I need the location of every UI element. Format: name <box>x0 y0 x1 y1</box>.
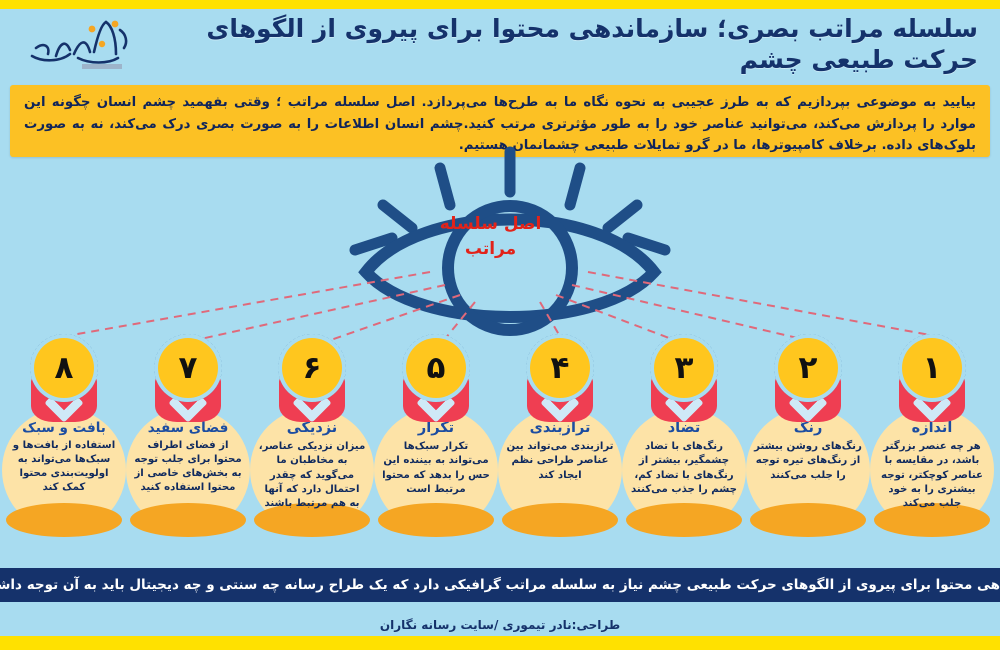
principle-desc-1: هر چه عنصر بزرگتر باشد، در مقایسه با عنا… <box>881 441 983 509</box>
principle-title-4: ترازبندی <box>529 420 591 436</box>
principle-desc-8: استفاده از بافت‌ها و سبک‌ها می‌تواند به … <box>12 440 116 494</box>
eyelash-rays <box>349 146 671 256</box>
principle-list: ۸ بافت و سبک استفاده از بافت‌ها و سبک‌ها… <box>0 334 1000 576</box>
principle-item-1[interactable]: ۱ اندازه هر چه عنصر بزرگتر باشد، در مقای… <box>870 334 994 537</box>
number-3: ۳ <box>654 338 714 398</box>
number-8: ۸ <box>34 338 94 398</box>
number-4: ۴ <box>530 338 590 398</box>
principle-title-7: فضای سفید <box>147 420 229 436</box>
principle-item-5[interactable]: ۵ تکرار تکرار سبک‌ها می‌تواند به بیننده … <box>374 334 498 537</box>
iris <box>442 200 578 336</box>
badge-5: ۵ <box>374 334 498 426</box>
card-3: تضاد رنگ‌های با تضاد چشمگیر، بیشتر از رن… <box>622 408 746 537</box>
principle-title-6: نزدیکی <box>286 420 338 436</box>
card-5: تکرار تکرار سبک‌ها می‌تواند به بیننده ای… <box>374 408 498 537</box>
page-title: سلسله مراتب بصری؛ سازماندهی محتوا برای پ… <box>206 13 978 74</box>
number-7: ۷ <box>158 338 218 398</box>
badge-1: ۱ <box>870 334 994 426</box>
principle-item-6[interactable]: ۶ نزدیکی میزان نزدیکی عناصر، به مخاطبان … <box>250 334 374 537</box>
intro-paragraph: بیایید به موضوعی بپردازیم که به طرز عجیب… <box>10 85 990 157</box>
principle-title-2: رنگ <box>793 420 823 436</box>
card-4: ترازبندی ترازبندی می‌تواند بین عناصر طرا… <box>498 408 622 537</box>
principle-desc-4: ترازبندی می‌تواند بین عناصر طراحی نظم ای… <box>506 441 614 481</box>
header: سلسله مراتب بصری؛ سازماندهی محتوا برای پ… <box>0 9 1000 79</box>
badge-4: ۴ <box>498 334 622 426</box>
badge-3: ۳ <box>622 334 746 426</box>
principle-title-1: اندازه <box>911 420 953 436</box>
card-8: بافت و سبک استفاده از بافت‌ها و سبک‌ها م… <box>2 408 126 537</box>
card-7: فضای سفید از فضای اطراف محتوا برای جلب ت… <box>126 408 250 537</box>
eye-outline <box>358 213 662 323</box>
principle-desc-3: رنگ‌های با تضاد چشمگیر، بیشتر از رنگ‌های… <box>631 441 737 495</box>
card-2: رنگ رنگ‌های روشن بیشتر از رنگ‌های تیره ت… <box>746 408 870 537</box>
principle-title-5: تکرار <box>417 420 455 436</box>
eye-illustration <box>330 146 690 336</box>
principle-item-3[interactable]: ۳ تضاد رنگ‌های با تضاد چشمگیر، بیشتر از … <box>622 334 746 537</box>
principle-title-8: بافت و سبک <box>22 420 106 436</box>
top-rail <box>0 0 1000 9</box>
badge-7: ۷ <box>126 334 250 426</box>
badge-6: ۶ <box>250 334 374 426</box>
principle-item-4[interactable]: ۴ ترازبندی ترازبندی می‌تواند بین عناصر ط… <box>498 334 622 537</box>
card-1: اندازه هر چه عنصر بزرگتر باشد، در مقایسه… <box>870 408 994 537</box>
number-2: ۲ <box>778 338 838 398</box>
principle-item-2[interactable]: ۲ رنگ رنگ‌های روشن بیشتر از رنگ‌های تیره… <box>746 334 870 537</box>
principle-desc-6: میزان نزدیکی عناصر، به مخاطبان ما می‌گوی… <box>258 441 366 509</box>
number-6: ۶ <box>282 338 342 398</box>
principle-item-8[interactable]: ۸ بافت و سبک استفاده از بافت‌ها و سبک‌ها… <box>2 334 126 537</box>
resaneh-negaran-logo <box>16 12 134 76</box>
number-5: ۵ <box>406 338 466 398</box>
credit-line: طراحی:نادر تیموری /سایت رسانه نگاران <box>379 618 621 632</box>
badge-8: ۸ <box>2 334 126 426</box>
principle-desc-7: از فضای اطراف محتوا برای جلب توجه به بخش… <box>134 440 242 494</box>
dashed-ring-1 <box>898 334 966 402</box>
principle-item-7[interactable]: ۷ فضای سفید از فضای اطراف محتوا برای جلب… <box>126 334 250 537</box>
dashed-ring-8 <box>30 334 98 402</box>
card-6: نزدیکی میزان نزدیکی عناصر، به مخاطبان ما… <box>250 408 374 537</box>
badge-2: ۲ <box>746 334 870 426</box>
footer-statement-band: سازماندهی محتوا برای پیروی از الگوهای حر… <box>0 568 1000 602</box>
number-1: ۱ <box>902 338 962 398</box>
bottom-rail <box>0 636 1000 650</box>
principle-desc-2: رنگ‌های روشن بیشتر از رنگ‌های تیره توجه … <box>754 441 862 481</box>
footer-statement: سازماندهی محتوا برای پیروی از الگوهای حر… <box>0 577 1000 593</box>
principle-desc-5: تکرار سبک‌ها می‌تواند به بیننده این حس ر… <box>382 441 490 495</box>
principle-title-3: تضاد <box>667 420 701 436</box>
